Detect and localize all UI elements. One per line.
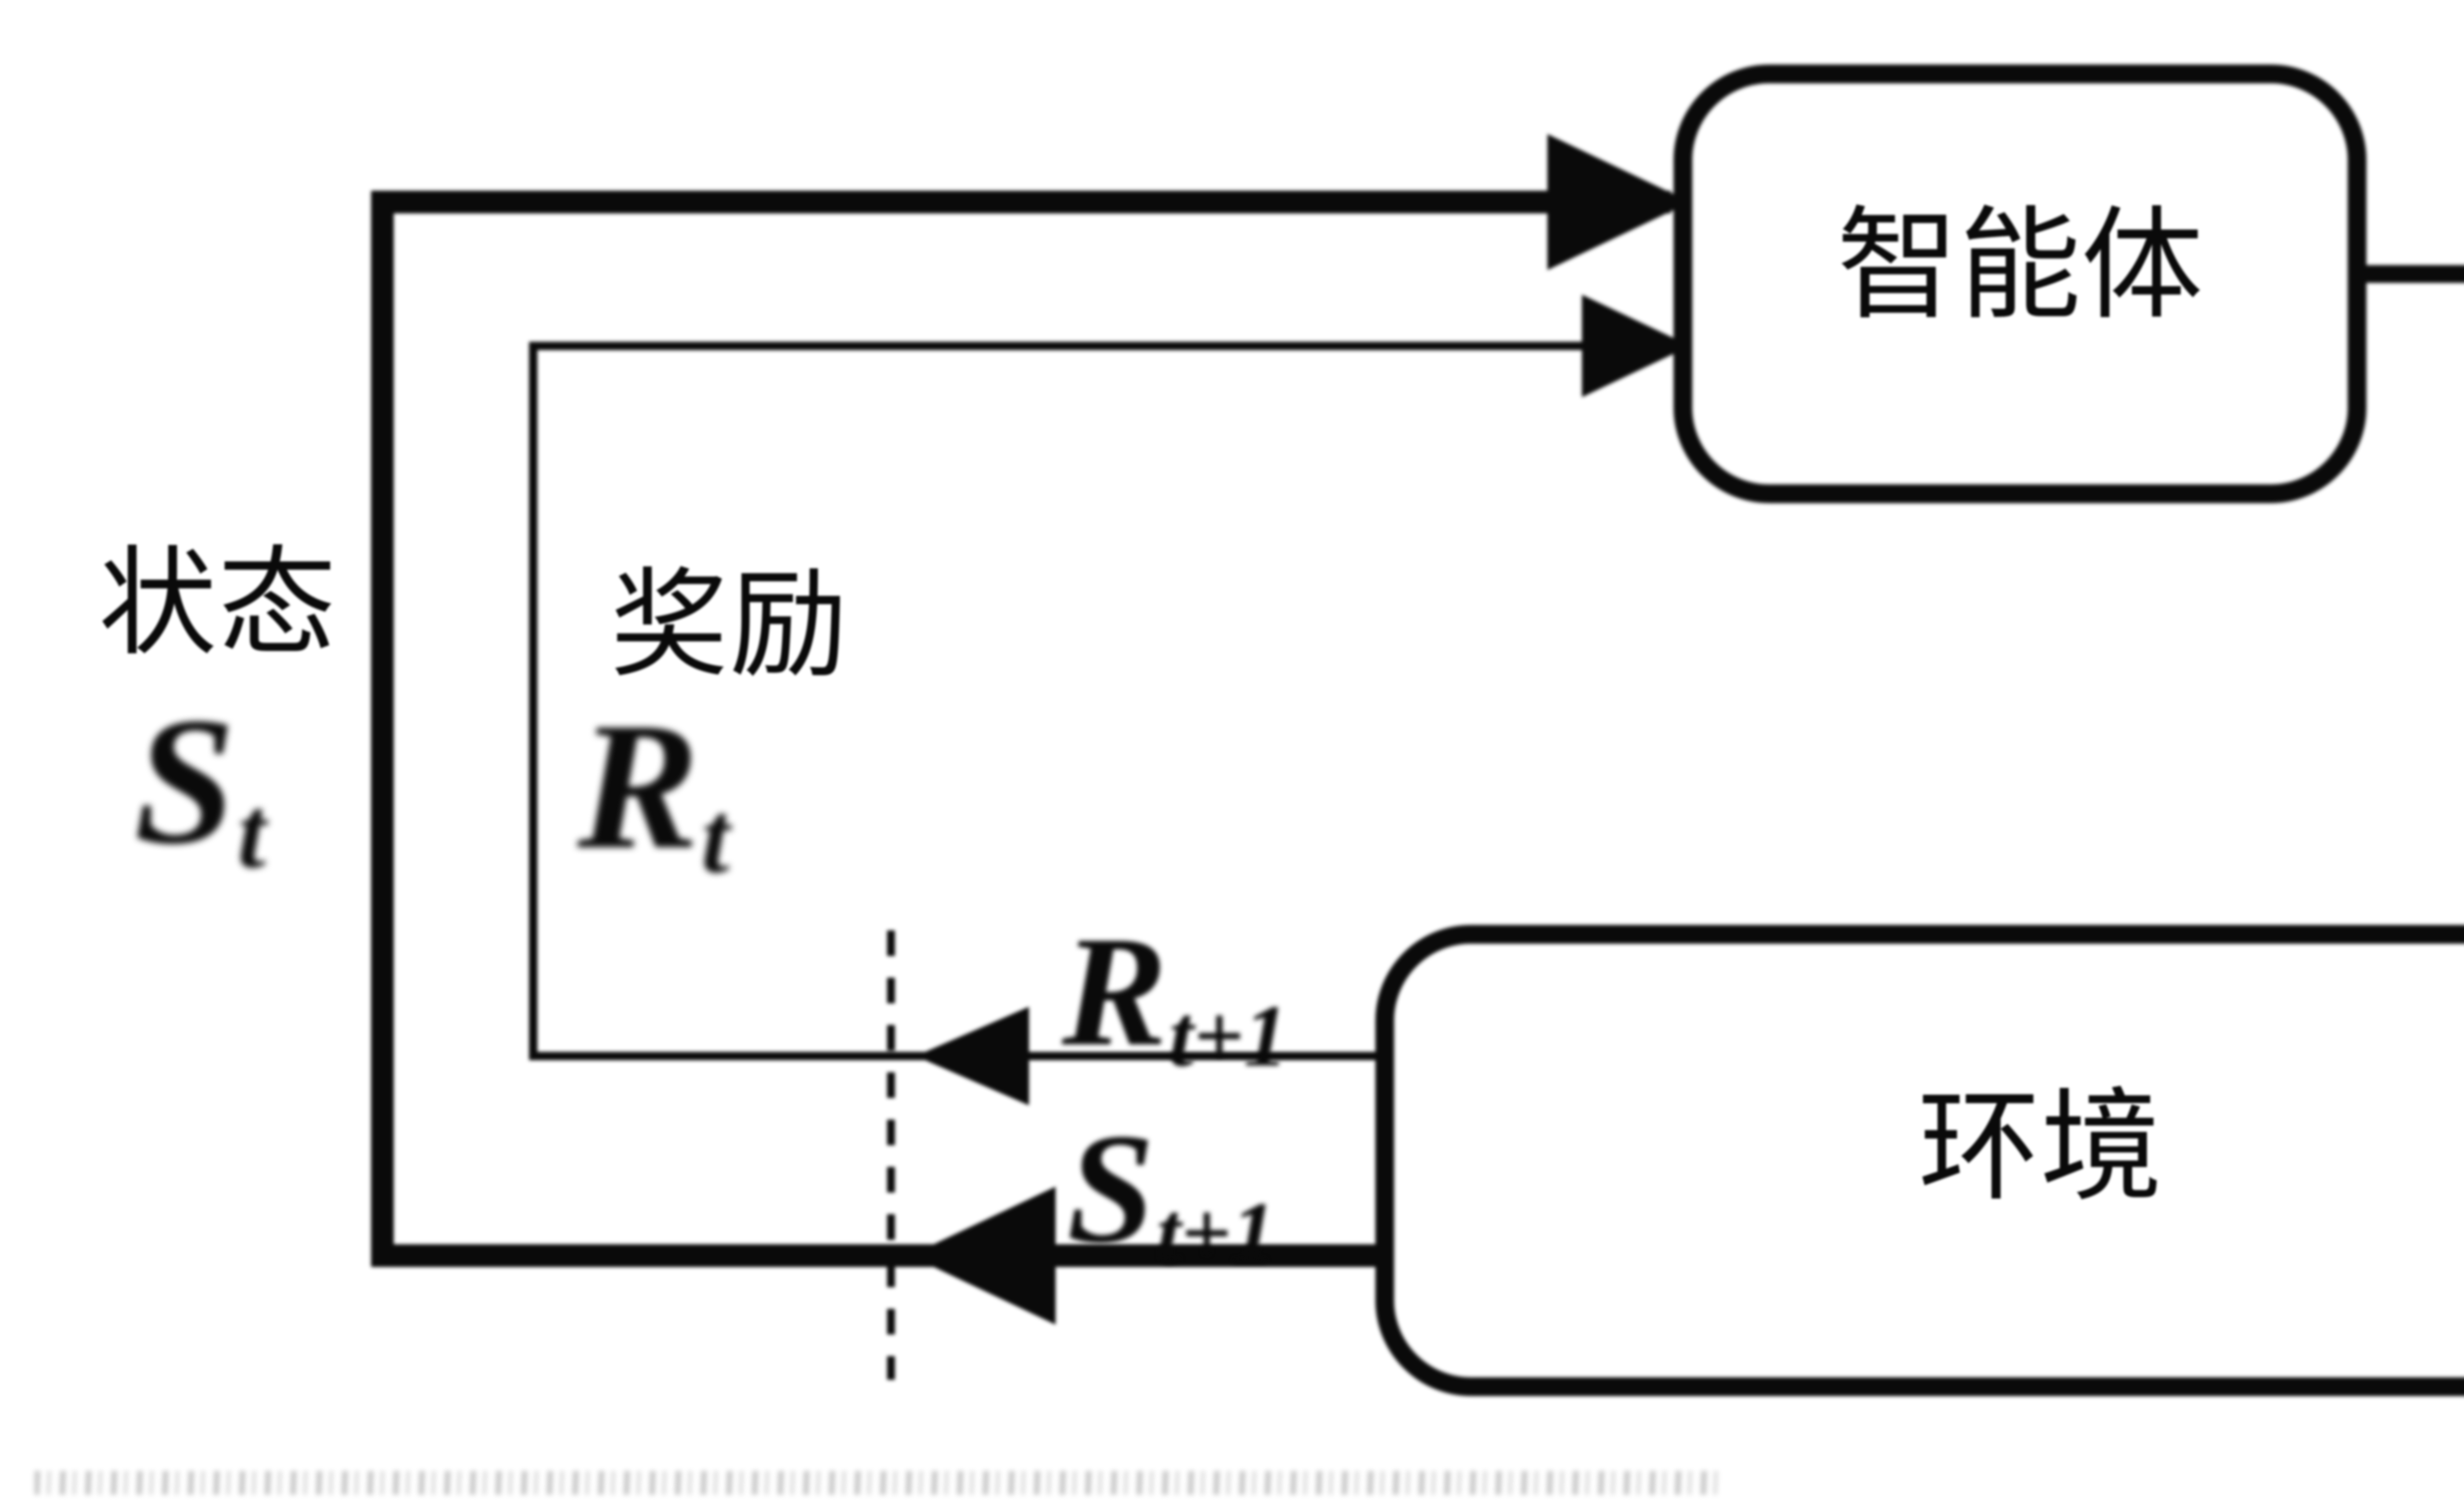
agent-box-label: 智能体	[1837, 199, 2203, 334]
next-reward-symbol-subscript: t+1	[1169, 987, 1288, 1085]
state-symbol-base: S	[134, 680, 236, 882]
state-arrowhead-into-agent-icon	[1547, 134, 1690, 270]
state-loop-line	[371, 191, 1671, 1267]
next-reward-symbol: Rt+1	[1062, 913, 1288, 1080]
reward-word-label: 奖励	[610, 560, 849, 691]
agent-box	[1674, 65, 2366, 503]
environment-box-label: 环境	[1918, 1080, 2162, 1216]
environment-box	[1375, 925, 2464, 1396]
cutoff-caption-remnant	[34, 1471, 1720, 1495]
state-symbol: St	[134, 690, 266, 884]
reward-symbol: Rt	[578, 695, 730, 888]
reward-symbol-subscript: t	[701, 780, 730, 894]
state-symbol-subscript: t	[237, 775, 266, 889]
reward-arrowhead-into-agent-icon	[1582, 295, 1690, 397]
next-reward-arrowhead-at-dashed-line-icon	[916, 1007, 1029, 1105]
next-state-symbol-base: S	[1067, 1101, 1155, 1276]
next-state-symbol-subscript: t+1	[1156, 1184, 1276, 1282]
next-state-symbol: St+1	[1067, 1110, 1275, 1277]
next-state-arrowhead-at-dashed-line-icon	[910, 1187, 1056, 1325]
state-word-label: 状态	[99, 539, 338, 670]
next-reward-symbol-base: R	[1062, 904, 1167, 1079]
reward-symbol-base: R	[578, 685, 699, 887]
